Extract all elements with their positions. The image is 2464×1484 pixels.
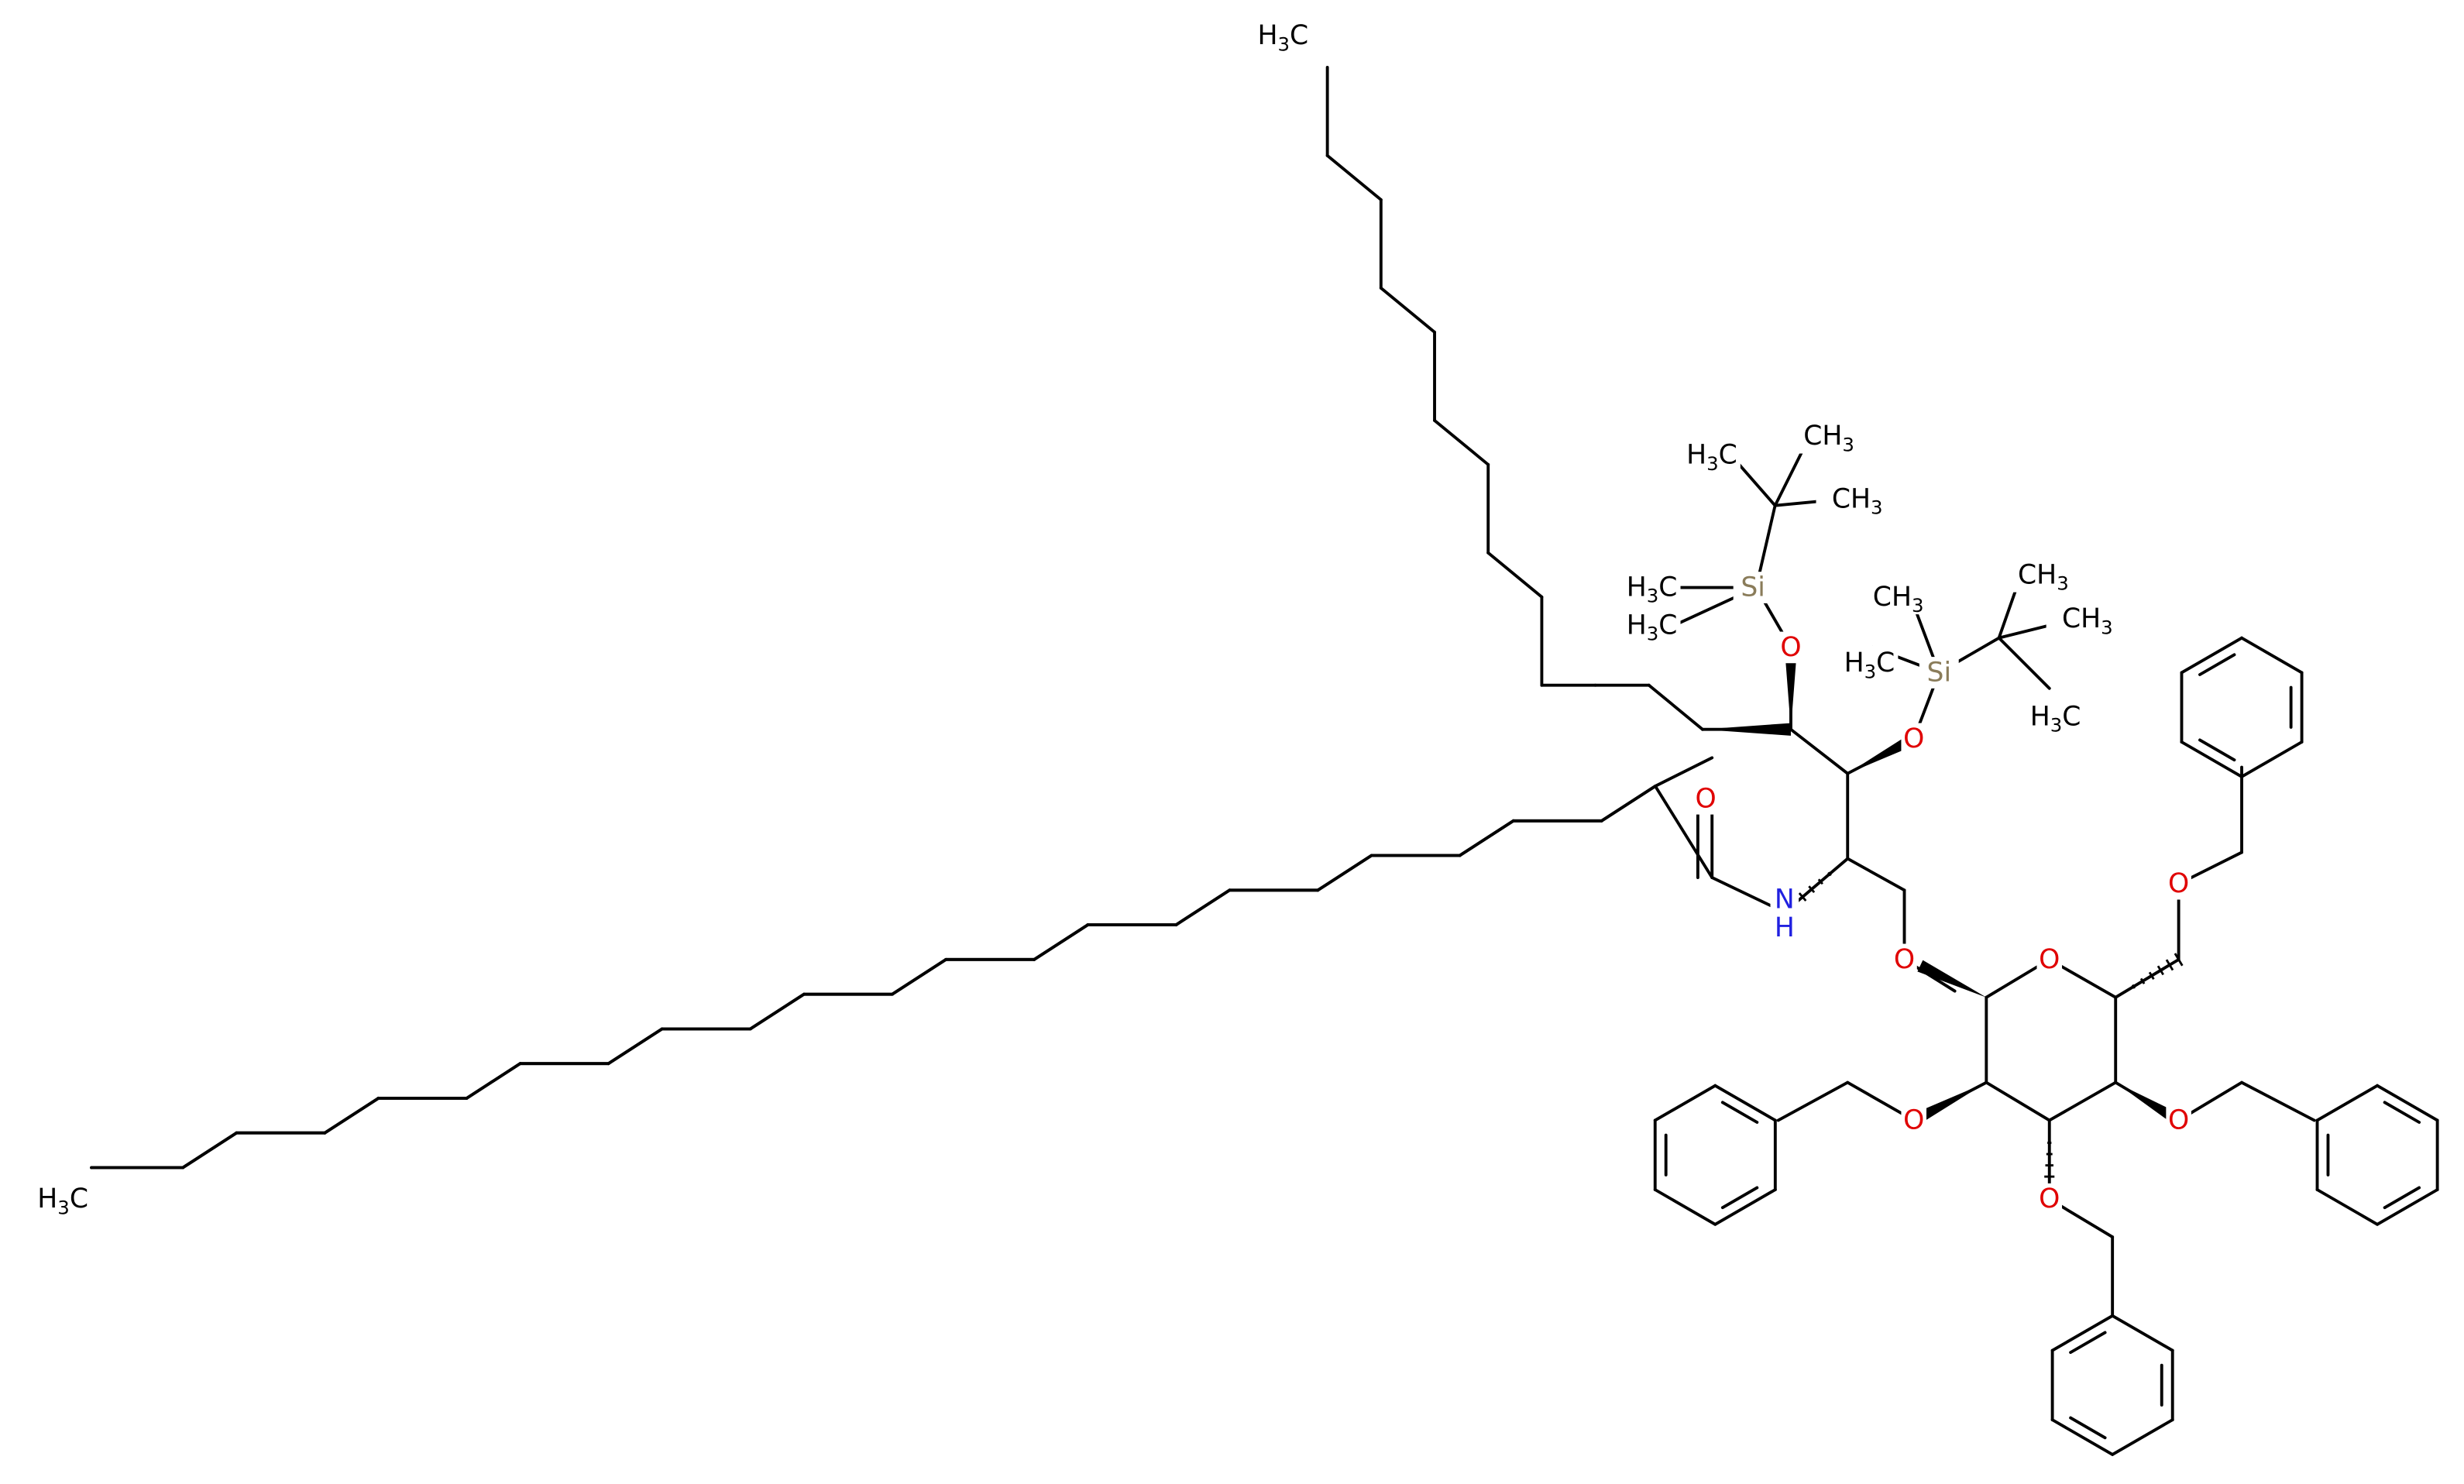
- oxygen-atom: O: [1780, 632, 1801, 663]
- amide-hydrogen-label: H: [1775, 912, 1795, 943]
- silicon-atom: Si: [1741, 572, 1765, 603]
- chain-bond: [1789, 727, 1850, 775]
- methyl-group-label: CH3: [2018, 559, 2069, 594]
- amide-bond: [1654, 785, 1714, 879]
- ether-oxygen-atom: O: [2039, 1183, 2060, 1214]
- fatty-acyl-chain-bond: [1033, 923, 1090, 961]
- pyranose-ring-bond: [2114, 957, 2180, 999]
- pyranose-ring-bond: [1985, 1080, 2051, 1122]
- benzyl-bond: [1776, 1080, 1850, 1122]
- chain-bond: [1846, 857, 1906, 892]
- silicon-atom: Si: [1927, 657, 1952, 688]
- benzene-ring: [2315, 1084, 2439, 1226]
- fatty-acyl-chain-bond: [607, 1027, 664, 1066]
- wedge-bond: [1703, 723, 1791, 736]
- bond-lines: [90, 66, 2439, 1456]
- pyranose-ring-bond: [2047, 1080, 2118, 1122]
- ring-oxygen-atom: O: [2039, 944, 2060, 975]
- wedge-bond: [2115, 1082, 2182, 1126]
- methyl-group-label: CH3: [1873, 582, 1924, 617]
- fatty-acyl-chain-bond: [1174, 888, 1232, 927]
- benzene-ring: [2050, 1314, 2174, 1456]
- methyl-group-label: H3C: [1627, 610, 1678, 644]
- methyl-group-label: CH3: [2062, 603, 2113, 638]
- fatty-acyl-chain-bond: [1316, 854, 1373, 892]
- fatty-acyl-chain-bond: [1654, 756, 1714, 788]
- sphingoid-chain-bond: [1433, 418, 1490, 466]
- hashed-bond: [2122, 953, 2184, 994]
- sphingoid-chain-bond: [1325, 153, 1383, 201]
- fatty-acyl-chain-bond: [181, 1131, 239, 1170]
- benzene-ring: [1653, 1084, 1777, 1226]
- methyl-group-label: H3C: [1844, 648, 1895, 682]
- atom-labels: H3CH3CH3CH3CH3CCH3CH3CH3H3CCH3CH3H3COOOO…: [28, 18, 2191, 1218]
- fatty-acyl-chain-bond: [890, 957, 948, 996]
- methyl-group-label: H3C: [2030, 701, 2081, 736]
- wedge-bond: [1910, 1082, 1987, 1126]
- methyl-group-label: H3C: [1686, 440, 1737, 475]
- methyl-group-label: CH3: [1803, 421, 1854, 455]
- fatty-acyl-chain-bond: [465, 1062, 522, 1100]
- ether-oxygen-atom: O: [1903, 1104, 1924, 1135]
- fatty-acyl-chain-bond: [323, 1097, 380, 1135]
- carbonyl-oxygen-atom: O: [1695, 783, 1716, 814]
- sphingoid-chain-bond: [1647, 683, 1704, 731]
- ether-oxygen-atom: O: [2168, 868, 2189, 899]
- nitrogen-atom: N: [1775, 885, 1795, 915]
- oxygen-atom: O: [1903, 723, 1924, 754]
- wedge-bond: [1784, 647, 1798, 730]
- stereo-wedges: [1703, 647, 2184, 1201]
- benzene-ring: [2180, 636, 2304, 778]
- benzyl-bond: [2240, 1080, 2316, 1122]
- methyl-group-label: H3C: [1627, 572, 1678, 607]
- tbu-methyl-bond: [1997, 636, 2051, 690]
- fatty-acyl-chain-bond: [1458, 819, 1515, 857]
- glycosidic-oxygen-atom: O: [1894, 944, 1915, 975]
- methyl-group-label: H3C: [37, 1183, 88, 1218]
- methyl-group-label: H3C: [1258, 20, 1309, 55]
- wedge-bond: [1917, 960, 1987, 998]
- ether-oxygen-atom: O: [2168, 1104, 2189, 1135]
- sphingoid-chain-bond: [1486, 551, 1544, 599]
- wedge-bond: [1847, 733, 1917, 774]
- methyl-group-label: CH3: [1832, 484, 1883, 519]
- fatty-acyl-chain-bond: [1600, 785, 1657, 823]
- fatty-acyl-chain-bond: [748, 992, 806, 1031]
- sphingoid-chain-bond: [1379, 286, 1436, 334]
